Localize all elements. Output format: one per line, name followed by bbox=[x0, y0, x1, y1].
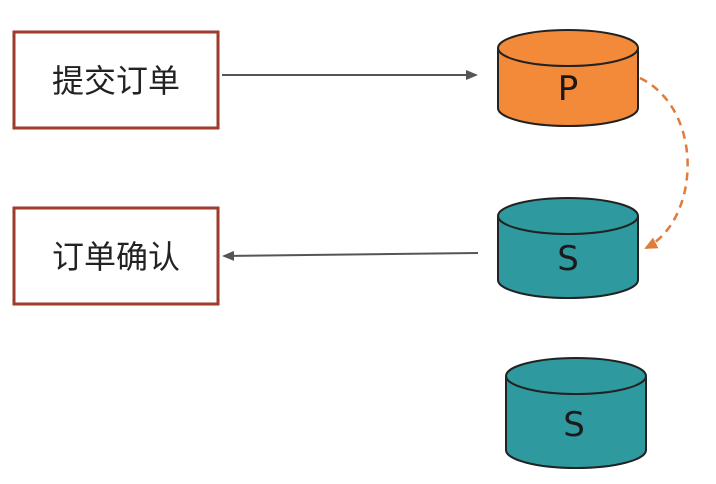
secondary-database-icon: S bbox=[497, 197, 639, 299]
replication-arrow bbox=[639, 76, 689, 250]
primary-database-label: P bbox=[558, 69, 579, 109]
submit-order-box: 提交订单 bbox=[12, 30, 220, 130]
read-arrow bbox=[222, 250, 479, 261]
order-confirm-label: 订单确认 bbox=[52, 238, 180, 276]
secondary-database-2-icon: S bbox=[505, 357, 647, 469]
secondary-database-2-label: S bbox=[563, 405, 585, 445]
primary-database-icon: P bbox=[497, 29, 639, 127]
secondary-database-label: S bbox=[557, 239, 579, 279]
order-confirm-box: 订单确认 bbox=[12, 206, 220, 306]
submit-order-label: 提交订单 bbox=[52, 62, 180, 100]
